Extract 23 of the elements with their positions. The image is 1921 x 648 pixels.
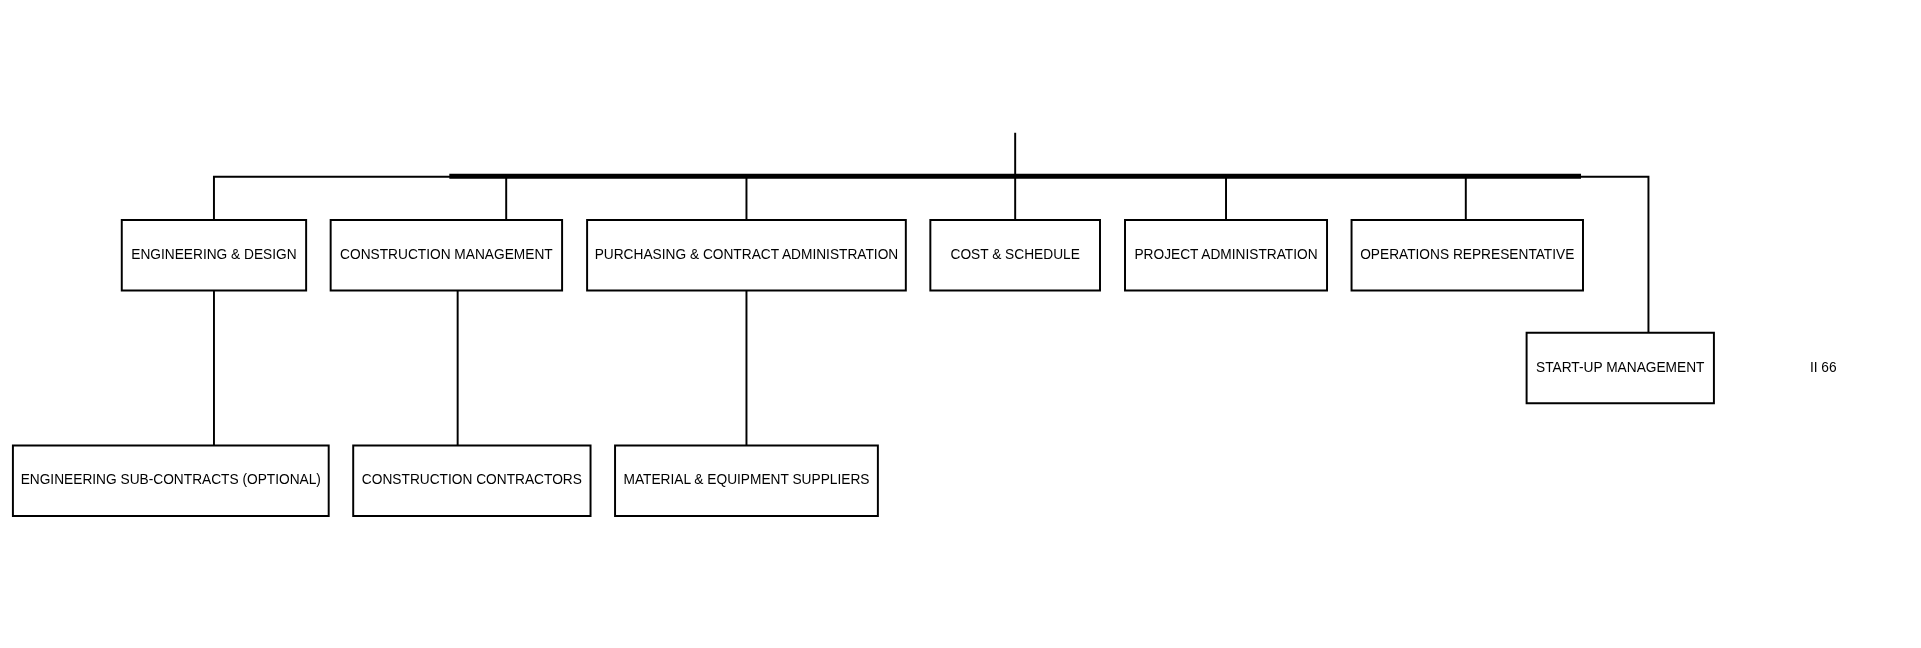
- connector: [212, 289, 215, 447]
- node-box: ENGINEERING & DESIGN: [120, 218, 308, 292]
- connector: [505, 176, 508, 221]
- node-box: COST & SCHEDULE: [929, 218, 1101, 292]
- node-box: CONSTRUCTION MANAGEMENT: [329, 218, 564, 292]
- node-box: PURCHASING & CONTRACT ADMINISTRATION: [586, 218, 907, 292]
- label: II 66: [1809, 359, 1837, 375]
- connector: [1014, 176, 1017, 221]
- connector: [745, 176, 748, 221]
- connector: [456, 289, 459, 447]
- node-box: ENGINEERING SUB-CONTRACTS (OPTIONAL): [11, 444, 330, 518]
- node-box: PROJECT ADMINISTRATION: [1124, 218, 1328, 292]
- connector: [1464, 176, 1467, 221]
- node-box: OPERATIONS REPRESENTATIVE: [1350, 218, 1584, 292]
- connector: [212, 175, 452, 221]
- node-box: START-UP MANAGEMENT: [1525, 331, 1715, 405]
- node-bar: [449, 173, 1582, 179]
- connector: [1579, 175, 1650, 334]
- connector: [1225, 176, 1227, 221]
- node-box: CONSTRUCTION CONTRACTORS: [352, 444, 592, 518]
- connector: [1014, 131, 1017, 176]
- node-box: MATERIAL & EQUIPMENT SUPPLIERS: [614, 444, 879, 518]
- connector: [745, 289, 748, 447]
